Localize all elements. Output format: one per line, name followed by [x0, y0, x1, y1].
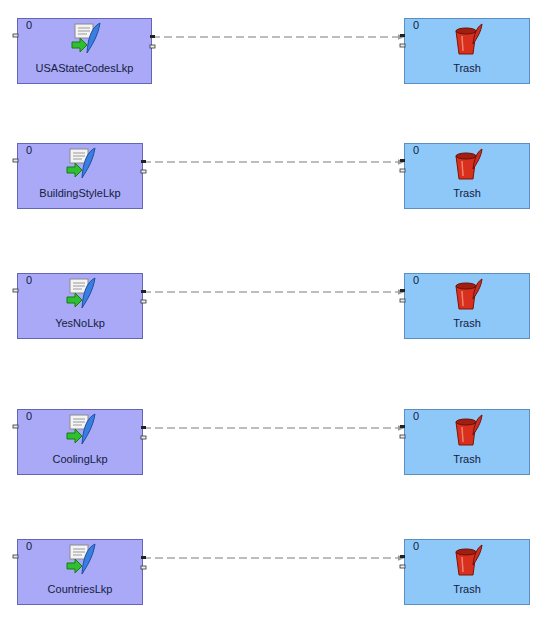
record-count: 0	[26, 410, 32, 423]
trash-component: 0Trash	[404, 409, 530, 475]
flow-connector	[152, 36, 404, 37]
component-name: Trash	[405, 62, 529, 75]
record-count: 0	[26, 540, 32, 553]
lookup-component: 0CountriesLkp	[17, 539, 143, 605]
flow-connector	[143, 427, 404, 428]
component-name: Trash	[405, 187, 529, 200]
flow-connector	[143, 291, 404, 292]
trash-component: 0Trash	[404, 18, 530, 84]
component-name: USAStateCodesLkp	[18, 62, 151, 75]
trash-component: 0Trash	[404, 143, 530, 209]
component-name: BuildingStyleLkp	[18, 187, 142, 200]
flow-connector	[143, 161, 404, 162]
record-count: 0	[413, 274, 419, 287]
lookup-component: 0USAStateCodesLkp	[17, 18, 152, 84]
trash-component: 0Trash	[404, 273, 530, 339]
lookup-component: 0CoolingLkp	[17, 409, 143, 475]
lookup-component: 0YesNoLkp	[17, 273, 143, 339]
record-count: 0	[413, 540, 419, 553]
record-count: 0	[413, 19, 419, 32]
record-count: 0	[26, 144, 32, 157]
component-name: YesNoLkp	[18, 317, 142, 330]
component-name: CountriesLkp	[18, 583, 142, 596]
component-name: Trash	[405, 583, 529, 596]
record-count: 0	[26, 274, 32, 287]
component-name: CoolingLkp	[18, 453, 142, 466]
trash-component: 0Trash	[404, 539, 530, 605]
record-count: 0	[413, 410, 419, 423]
component-name: Trash	[405, 453, 529, 466]
record-count: 0	[413, 144, 419, 157]
component-name: Trash	[405, 317, 529, 330]
flow-connector	[143, 557, 404, 558]
lookup-component: 0BuildingStyleLkp	[17, 143, 143, 209]
record-count: 0	[26, 19, 32, 32]
